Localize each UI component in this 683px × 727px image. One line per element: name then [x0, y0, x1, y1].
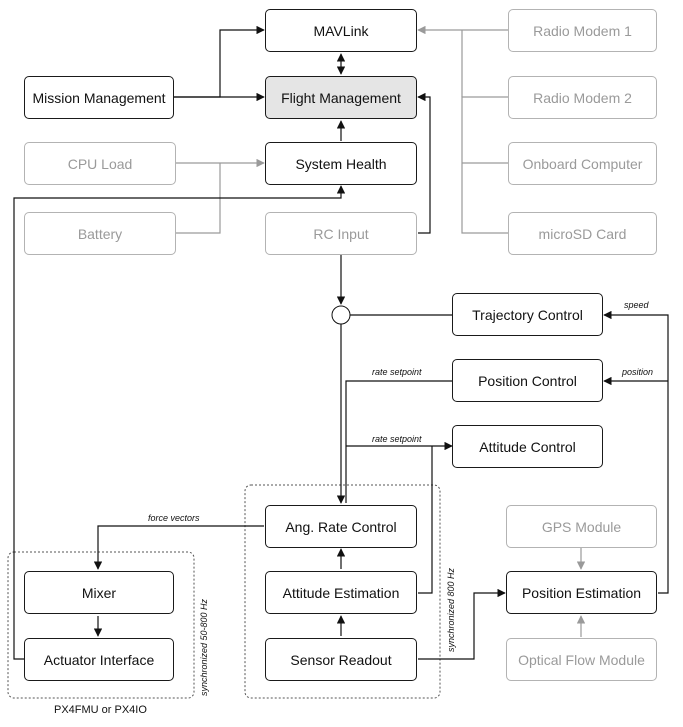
mission-to-mavlink	[174, 25, 265, 98]
rate-setpoint-label-1: rate setpoint	[372, 367, 422, 377]
gps-module-box[interactable]: GPS Module	[506, 505, 657, 548]
attitude-control-box[interactable]: Attitude Control	[452, 425, 603, 468]
speed-label: speed	[624, 300, 649, 310]
sensor-to-posest	[418, 588, 506, 660]
sensor-readout-box[interactable]: Sensor Readout	[265, 638, 417, 681]
sync-50-800-label: synchronized 50-800 Hz	[199, 598, 209, 696]
px4fmu-caption: PX4FMU or PX4IO	[54, 704, 147, 716]
rate-to-mixer	[93, 525, 264, 570]
microsd-card-box[interactable]: microSD Card	[508, 212, 657, 255]
mavlink-box[interactable]: MAVLink	[265, 9, 417, 52]
sync-800-label: synchronized 800 Hz	[446, 567, 456, 652]
sensor-group-border	[244, 484, 441, 699]
rate-setpoint-label-2: rate setpoint	[372, 434, 422, 444]
peripheral-bus	[461, 96, 508, 234]
position-estimation-box[interactable]: Position Estimation	[506, 571, 657, 614]
onboard-computer-box[interactable]: Onboard Computer	[508, 142, 657, 185]
position-control-box[interactable]: Position Control	[452, 359, 603, 402]
actuator-to-health	[13, 185, 346, 660]
switch-circle	[331, 305, 351, 325]
ang-rate-control-box[interactable]: Ang. Rate Control	[265, 505, 417, 548]
cpu-load-box[interactable]: CPU Load	[24, 142, 176, 185]
mixer-box[interactable]: Mixer	[24, 571, 174, 614]
radio-modem-1-box[interactable]: Radio Modem 1	[508, 9, 657, 52]
battery-box[interactable]: Battery	[24, 212, 176, 255]
force-vectors-label: force vectors	[148, 513, 200, 523]
optical-flow-module-box[interactable]: Optical Flow Module	[506, 638, 657, 681]
mission-management-box[interactable]: Mission Management	[24, 76, 174, 119]
px4-group-border	[7, 551, 195, 699]
attitude-estimation-box[interactable]: Attitude Estimation	[265, 571, 417, 614]
rc-input-box[interactable]: RC Input	[265, 212, 417, 255]
position-label: position	[622, 367, 654, 377]
rc-to-flight	[417, 92, 431, 234]
system-health-box[interactable]: System Health	[265, 142, 417, 185]
attitude-est-to-control	[418, 446, 433, 594]
actuator-interface-box[interactable]: Actuator Interface	[24, 638, 174, 681]
flight-management-box[interactable]: Flight Management	[265, 76, 417, 119]
trajectory-control-box[interactable]: Trajectory Control	[452, 293, 603, 336]
position-control-rate-setpoint	[345, 380, 452, 503]
battery-to-health	[176, 163, 221, 234]
radio-modem-2-box[interactable]: Radio Modem 2	[508, 76, 657, 119]
posest-to-trajectory	[603, 310, 669, 594]
